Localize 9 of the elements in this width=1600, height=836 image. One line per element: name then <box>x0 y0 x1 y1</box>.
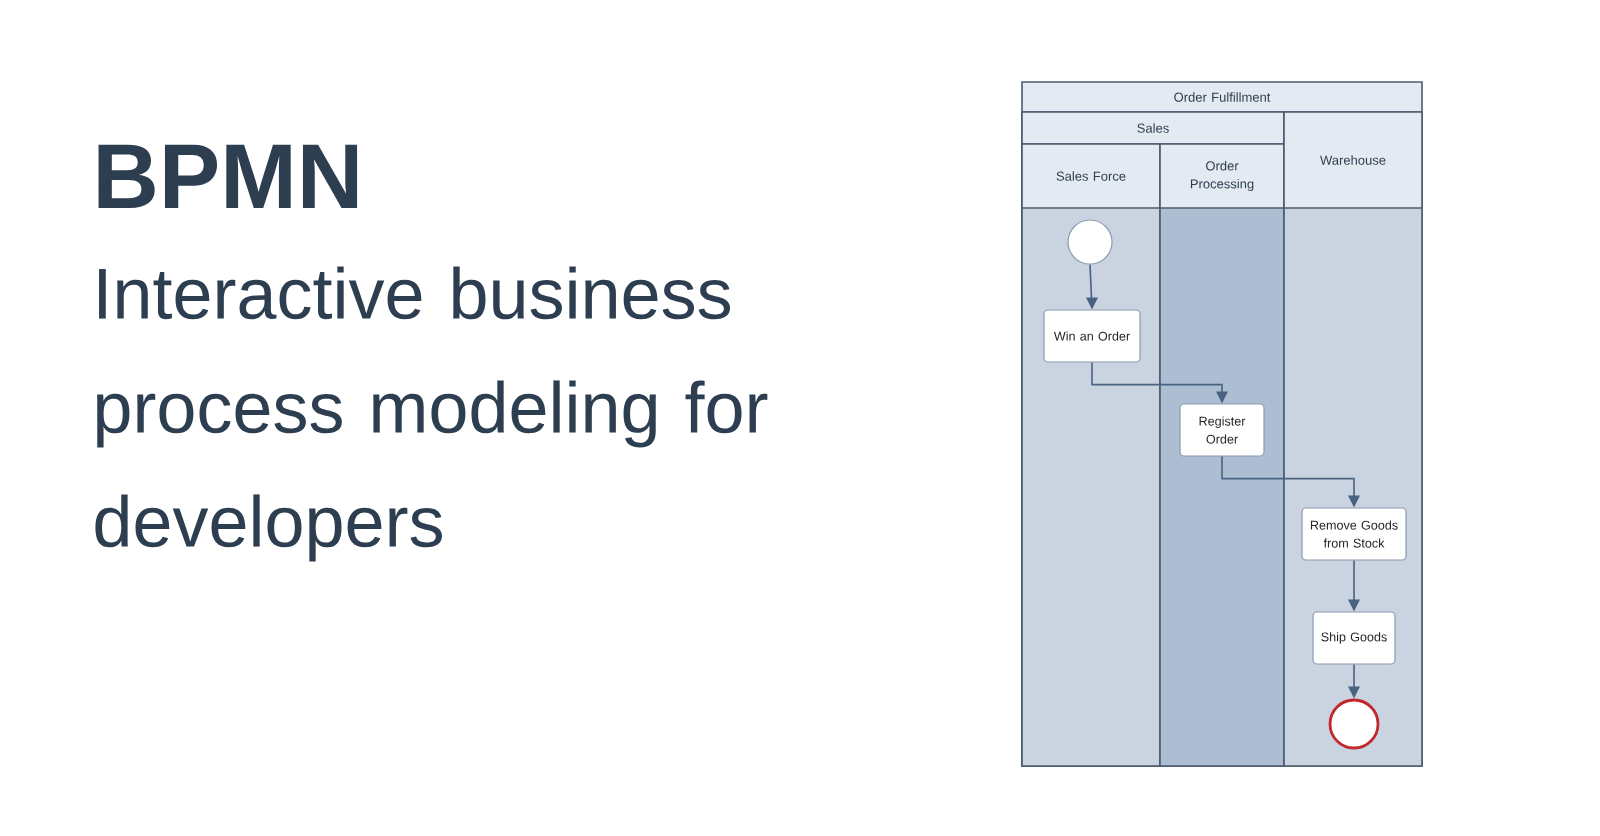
arrow <box>1348 559 1360 612</box>
subtitle: Interactive business process modeling for developers <box>95 266 768 562</box>
start-event-circle <box>1067 219 1113 265</box>
arrow <box>1091 361 1228 404</box>
arrow <box>1221 455 1360 508</box>
heading: BPMN <box>98 144 358 208</box>
arrow <box>1086 263 1098 310</box>
arrow <box>1348 663 1360 699</box>
end-event-circle <box>1328 698 1380 750</box>
